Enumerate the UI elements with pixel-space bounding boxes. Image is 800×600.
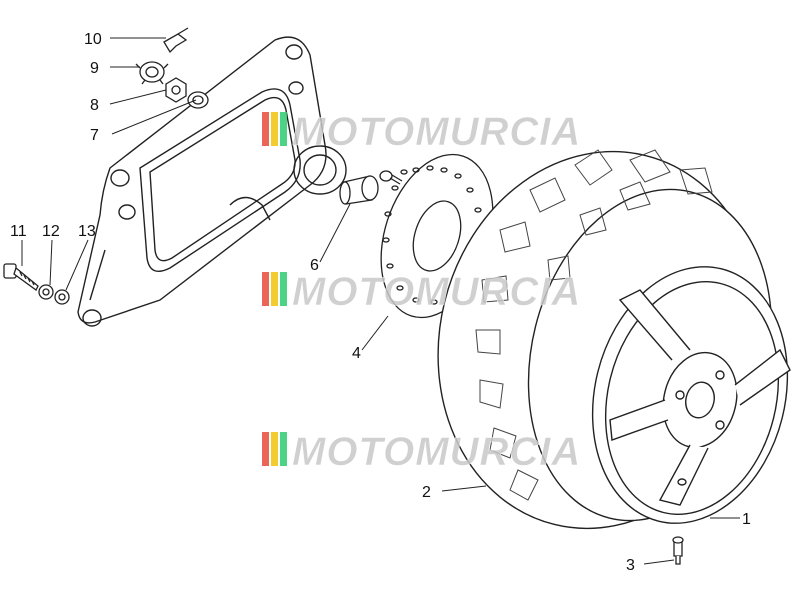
- watermark: MOTOMURCIA: [262, 270, 581, 314]
- spacer-drawing: [339, 175, 379, 205]
- callout-3: 3: [626, 557, 635, 574]
- callout-6: 6: [310, 257, 319, 274]
- watermark-stripes: [262, 432, 287, 466]
- callout-2: 2: [422, 484, 431, 501]
- speedometer-drive-drawing: [135, 61, 169, 85]
- rim-drawing: [591, 266, 791, 524]
- spring-washer-drawing: [54, 289, 70, 305]
- callout-8: 8: [90, 97, 99, 114]
- watermark: MOTOMURCIA: [262, 110, 581, 154]
- bolt-drawing: [3, 263, 39, 291]
- valve-drawing: [672, 536, 684, 565]
- callout-11: 11: [10, 223, 27, 240]
- disc-screw-drawing: [379, 170, 403, 185]
- watermark-text: MOTOMURCIA: [292, 110, 581, 154]
- clip-drawing: [163, 27, 189, 54]
- nut-drawing: [165, 77, 187, 103]
- watermark-stripes: [262, 272, 287, 306]
- callout-9: 9: [90, 60, 99, 77]
- watermark: MOTOMURCIA: [262, 430, 581, 474]
- washer-drawing: [38, 284, 54, 300]
- hub-cover-drawing: [77, 36, 347, 327]
- watermark-text: MOTOMURCIA: [292, 270, 581, 314]
- watermark-stripes: [262, 112, 287, 146]
- callout-13: 13: [78, 223, 96, 240]
- callout-12: 12: [42, 223, 60, 240]
- leader-lines: [21, 37, 740, 565]
- bushing-drawing: [187, 91, 209, 109]
- watermark-text: MOTOMURCIA: [292, 430, 581, 474]
- callout-10: 10: [84, 31, 102, 48]
- callout-4: 4: [352, 345, 361, 362]
- callout-1: 1: [742, 511, 751, 528]
- callout-7: 7: [90, 127, 99, 144]
